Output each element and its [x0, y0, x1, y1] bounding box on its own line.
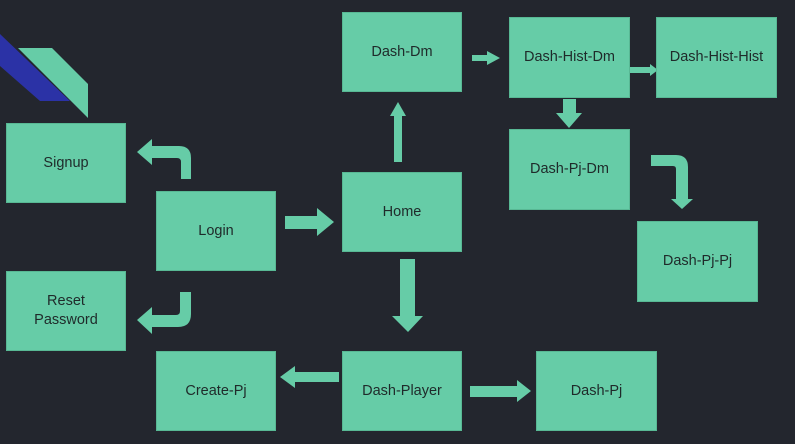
node-dash-hist-dm-label: Dash-Hist-Dm: [523, 49, 616, 65]
node-dash-pj-label: Dash-Pj: [570, 382, 623, 399]
arrow-login-to-home: [285, 208, 334, 236]
node-dash-dm-label: Dash-Dm: [371, 43, 433, 60]
node-dash-hist-hist-label: Dash-Hist-Hist: [669, 49, 764, 65]
node-dash-pj-pj: Dash-Pj-Pj: [637, 221, 758, 302]
arrow-dash-dm-to-hist-dm: [472, 51, 500, 65]
node-signup: Signup: [6, 123, 126, 203]
node-dash-pj-pj-label: Dash-Pj-Pj: [662, 253, 733, 269]
logo-blue-stripe: [0, 34, 70, 101]
arrow-hist-dm-to-hist-hist: [630, 64, 658, 76]
node-dash-pj-dm: Dash-Pj-Dm: [509, 129, 630, 210]
node-dash-hist-hist: Dash-Hist-Hist: [656, 17, 777, 98]
logo: [0, 34, 88, 118]
node-login: Login: [156, 191, 276, 271]
node-reset-password: Reset Password: [6, 271, 126, 351]
node-dash-dm: Dash-Dm: [342, 12, 462, 92]
arrow-login-to-signup: [137, 139, 191, 179]
node-signup-label: Signup: [43, 154, 89, 171]
arrow-home-to-dash-player: [392, 259, 423, 332]
node-dash-pj-dm-label: Dash-Pj-Dm: [530, 161, 609, 177]
arrow-pj-dm-to-pj-pj: [651, 155, 693, 209]
node-reset-label-line1: Reset: [47, 293, 85, 309]
node-dash-hist-dm: Dash-Hist-Dm: [509, 17, 630, 98]
node-dash-pj: Dash-Pj: [536, 351, 657, 431]
arrow-hist-dm-to-pj-dm: [556, 99, 582, 128]
arrow-player-to-dash-pj: [470, 380, 531, 402]
node-home-label: Home: [382, 203, 422, 220]
logo-green-stripe: [18, 48, 88, 118]
node-home: Home: [342, 172, 462, 252]
node-login-label: Login: [198, 222, 234, 239]
arrow-login-to-reset: [137, 292, 191, 334]
arrow-home-to-dash-dm: [390, 102, 406, 162]
arrow-player-to-create-pj: [280, 366, 339, 388]
node-create-pj: Create-Pj: [156, 351, 276, 431]
node-dash-player-label: Dash-Player: [362, 382, 442, 399]
node-reset-label-line2: Password: [34, 312, 98, 328]
node-dash-player: Dash-Player: [342, 351, 462, 431]
node-create-pj-label: Create-Pj: [185, 382, 247, 399]
